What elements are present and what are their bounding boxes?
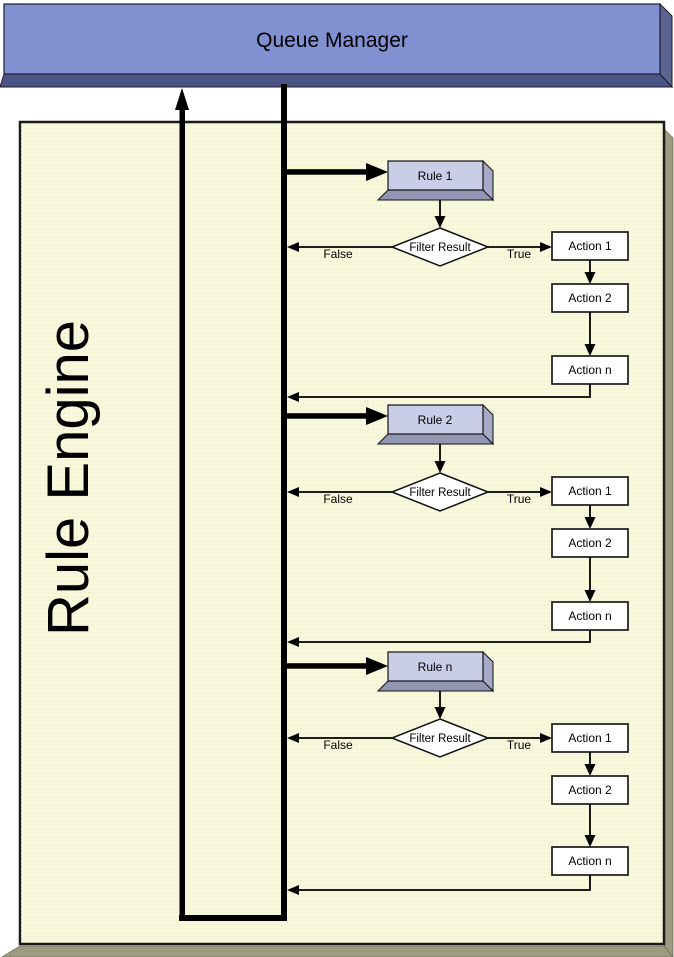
action-box-2-label: Action 2 [568, 536, 612, 550]
false-branch-arrowhead [287, 733, 299, 743]
action-box-n [551, 355, 629, 385]
rule-box-bevel-bottom [376, 680, 495, 692]
queue-manager-bevel-right [659, 2, 673, 89]
rule-box [387, 160, 484, 191]
feedback-line-vertical [179, 106, 185, 918]
filter-diamond [389, 718, 491, 758]
panel-shadow-bottom [1, 945, 674, 957]
rule-dispatch-arrow-shaft [287, 663, 366, 669]
rule-engine-label: Rule Engine [36, 320, 101, 636]
rule-section-3: Rule n Filter Result False True Action 1… [287, 650, 629, 895]
filter-label: Filter Result [409, 487, 471, 499]
rule-to-filter-arrowhead [434, 216, 446, 228]
rule-box-label: Rule n [418, 660, 453, 674]
action-box-1 [551, 231, 629, 261]
return-arrowhead [287, 885, 299, 895]
action-box-2-label: Action 2 [568, 783, 612, 797]
rule-box-label: Rule 1 [418, 169, 453, 183]
true-label: True [507, 738, 532, 752]
rule-dispatch-arrowhead [366, 407, 388, 425]
return-arrowhead [287, 637, 299, 647]
queue-manager-bevel-bottom [0, 73, 674, 88]
return-arrowhead [287, 392, 299, 402]
action1-to-action2-arrowhead [584, 272, 596, 284]
rule-dispatch-arrow-shaft [287, 413, 366, 419]
rule-box-bevel-bottom [376, 433, 495, 445]
panel-shadow-right [663, 128, 674, 957]
rule-dispatch-arrowhead [366, 657, 388, 675]
queue-line-vertical [281, 84, 287, 921]
false-label: False [323, 247, 353, 261]
rule-box [387, 651, 484, 682]
false-label: False [323, 738, 353, 752]
action-box-n-label: Action n [568, 854, 611, 868]
false-branch-arrowhead [287, 242, 299, 252]
action-box-2 [551, 775, 629, 805]
queue-feedback-loop [175, 84, 287, 921]
action2-to-actionN-arrowhead [584, 590, 596, 602]
action1-to-action2-arrowhead [584, 764, 596, 776]
rule-section-2: Rule 2 Filter Result False True Action 1… [287, 403, 629, 647]
rule-dispatch-arrowhead [366, 163, 388, 181]
false-branch-arrowhead [287, 487, 299, 497]
action1-to-action2-arrowhead [584, 517, 596, 529]
feedback-up-arrowhead [175, 88, 189, 110]
action-box-2-label: Action 2 [568, 291, 612, 305]
rule-box [387, 404, 484, 435]
false-label: False [323, 492, 353, 506]
action-box-1-label: Action 1 [568, 731, 612, 745]
return-line [299, 875, 591, 891]
action-box-1-label: Action 1 [568, 239, 612, 253]
action-box-n [551, 601, 629, 631]
rule-dispatch-arrow-shaft [287, 169, 366, 175]
true-label: True [507, 492, 532, 506]
filter-diamond [389, 227, 491, 267]
filter-label: Filter Result [409, 733, 471, 745]
action2-to-actionN-arrowhead [584, 344, 596, 356]
true-branch-arrowhead [540, 242, 552, 252]
queue-line-bottom [179, 915, 287, 921]
action-box-n-label: Action n [568, 363, 611, 377]
return-line [299, 384, 591, 398]
true-label: True [507, 247, 532, 261]
queue-manager-box: Queue Manager [0, 2, 674, 89]
queue-manager-face [3, 3, 661, 75]
action-box-2 [551, 528, 629, 558]
queue-manager-label: Queue Manager [256, 29, 408, 52]
rule-box-label: Rule 2 [418, 413, 453, 427]
rule-to-filter-arrowhead [434, 461, 446, 473]
true-branch-arrowhead [540, 487, 552, 497]
return-line [299, 630, 591, 643]
action-box-n-label: Action n [568, 609, 611, 623]
filter-label: Filter Result [409, 242, 471, 254]
action2-to-actionN-arrowhead [584, 835, 596, 847]
filter-diamond [389, 472, 491, 512]
rule-to-filter-arrowhead [434, 707, 446, 719]
true-branch-arrowhead [540, 733, 552, 743]
rule-section-1: Rule 1 Filter Result False True Action 1… [287, 159, 629, 402]
action-box-1-label: Action 1 [568, 484, 612, 498]
rule-box-bevel-bottom [376, 189, 495, 201]
